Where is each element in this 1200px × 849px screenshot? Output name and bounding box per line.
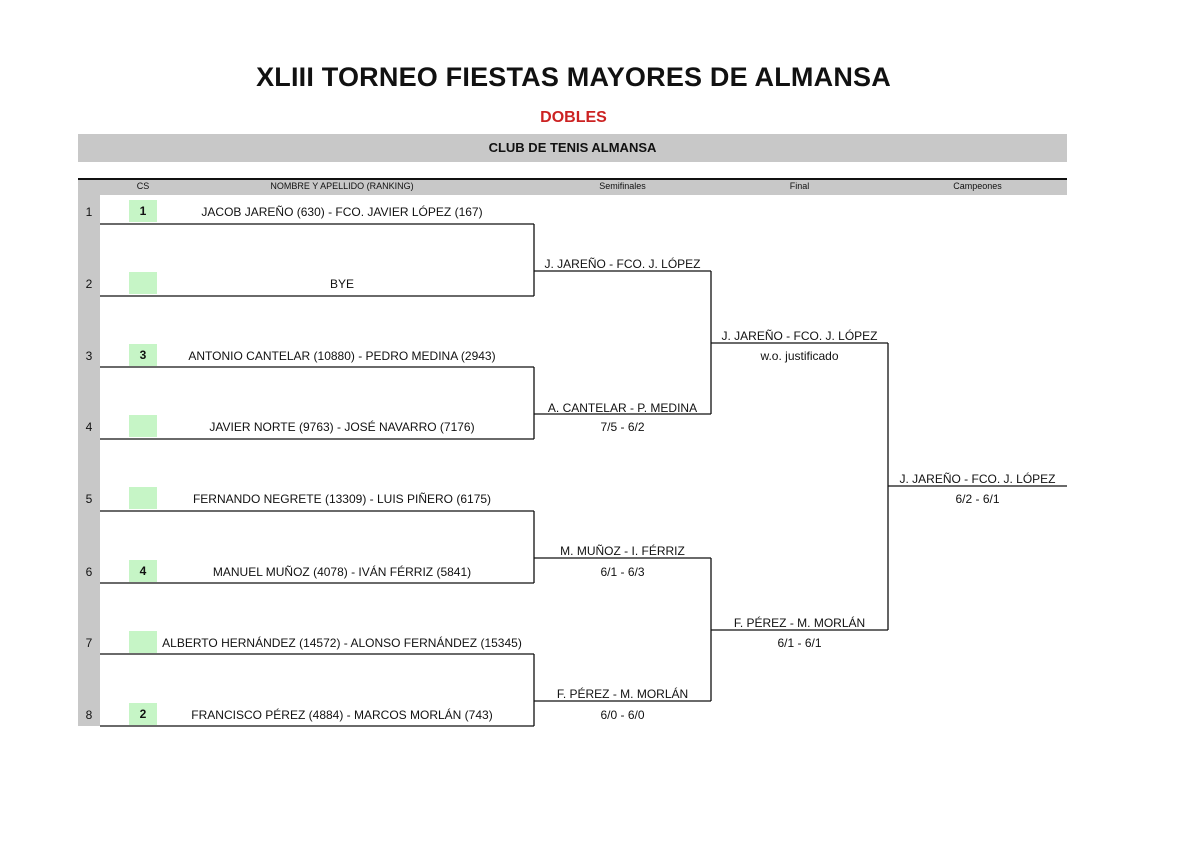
semifinal-winner: A. CANTELAR - P. MEDINA (547, 401, 698, 415)
player-pair: BYE (329, 277, 354, 291)
semifinal-score: 7/5 - 6/2 (600, 420, 645, 434)
row-number: 2 (85, 277, 93, 291)
row-number: 3 (85, 349, 93, 363)
player-pair: JACOB JAREÑO (630) - FCO. JAVIER LÓPEZ (… (201, 205, 483, 219)
column-header-bar (78, 180, 1067, 195)
club-bar (78, 134, 1067, 162)
final-score: 6/1 - 6/1 (777, 636, 822, 650)
header-rule (78, 178, 1067, 180)
semifinal-winner: M. MUÑOZ - I. FÉRRIZ (560, 544, 685, 558)
row-number: 5 (85, 492, 93, 506)
semifinal-winner: J. JAREÑO - FCO. J. LÓPEZ (544, 257, 701, 271)
player-pair: ALBERTO HERNÁNDEZ (14572) - ALONSO FERNÁ… (162, 636, 522, 650)
row-number: 6 (85, 565, 93, 579)
final-winner: J. JAREÑO - FCO. J. LÓPEZ (721, 329, 878, 343)
player-pair: MANUEL MUÑOZ (4078) - IVÁN FÉRRIZ (5841) (212, 565, 472, 579)
page-title: XLIII TORNEO FIESTAS MAYORES DE ALMANSA (256, 62, 891, 92)
champion-winner: J. JAREÑO - FCO. J. LÓPEZ (899, 472, 1056, 486)
column-header-final: Final (789, 181, 810, 191)
row-number: 4 (85, 420, 93, 434)
seed-cell (129, 631, 157, 653)
column-header-champions: Campeones (953, 181, 1002, 191)
semifinal-winner: F. PÉREZ - M. MORLÁN (556, 687, 689, 701)
semifinal-score: 6/1 - 6/3 (600, 565, 645, 579)
column-header-semifinals: Semifinales (599, 181, 646, 191)
row-number: 7 (85, 636, 93, 650)
seed-cell: 4 (129, 560, 157, 582)
semifinal-score: 6/0 - 6/0 (600, 708, 645, 722)
seed-cell: 1 (129, 200, 157, 222)
champion-score: 6/2 - 6/1 (955, 492, 1000, 506)
final-score: w.o. justificado (760, 349, 839, 363)
player-pair: FERNANDO NEGRETE (13309) - LUIS PIÑERO (… (192, 492, 492, 506)
player-pair: JAVIER NORTE (9763) - JOSÉ NAVARRO (7176… (209, 420, 475, 434)
row-number: 1 (85, 205, 93, 219)
column-header-name: NOMBRE Y APELLIDO (RANKING) (270, 181, 414, 191)
category-subtitle: DOBLES (540, 109, 607, 126)
column-header-cs: CS (136, 181, 150, 191)
seed-cell: 2 (129, 703, 157, 725)
row-number: 8 (85, 708, 93, 722)
row-number-column (78, 195, 100, 726)
player-pair: ANTONIO CANTELAR (10880) - PEDRO MEDINA … (188, 349, 496, 363)
player-pair: FRANCISCO PÉREZ (4884) - MARCOS MORLÁN (… (191, 708, 493, 722)
seed-cell (129, 487, 157, 509)
club-name: CLUB DE TENIS ALMANSA (488, 140, 657, 155)
seed-cell (129, 415, 157, 437)
final-winner: F. PÉREZ - M. MORLÁN (733, 616, 866, 630)
seed-cell (129, 272, 157, 294)
seed-cell: 3 (129, 344, 157, 366)
